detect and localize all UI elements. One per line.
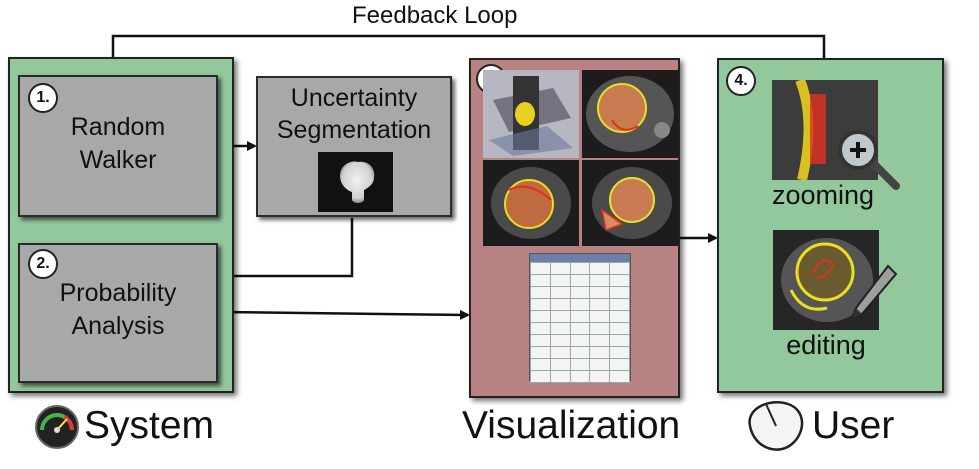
step-number-4: 4. xyxy=(726,66,756,96)
step-number-1: 1. xyxy=(28,83,58,113)
ct-slice-view-1 xyxy=(582,70,678,158)
step-number-2: 2. xyxy=(28,249,58,279)
probability-to-visualization-arrow xyxy=(219,309,470,320)
table-window-titlebar xyxy=(530,254,630,262)
probability-analysis-box: 2. Probability Analysis xyxy=(18,243,218,383)
magnifier-icon xyxy=(838,130,900,190)
random-walker-label: Random Walker xyxy=(70,113,166,174)
random-walker-box: 1. Random Walker xyxy=(18,75,218,217)
volume-render-view xyxy=(483,70,579,158)
feedback-loop-arrow xyxy=(108,34,826,76)
uncertainty-segmentation-label: Uncertainty Segmentation xyxy=(276,84,432,144)
probability-table-window xyxy=(529,253,631,383)
gauge-icon xyxy=(35,405,79,449)
probability-analysis-label: Probability Analysis xyxy=(59,279,177,340)
uncertainty-segmentation-box: Uncertainty Segmentation xyxy=(256,76,452,217)
zooming-caption: zooming xyxy=(771,180,875,210)
user-title: User xyxy=(812,404,895,447)
mouse-icon xyxy=(748,401,804,451)
pen-icon xyxy=(850,264,898,320)
uncertainty-image xyxy=(318,152,393,212)
ct-slice-view-2 xyxy=(483,160,579,246)
uncertainty-to-probability-arrow xyxy=(216,218,354,281)
system-title: System xyxy=(84,404,215,447)
feedback-loop-label: Feedback Loop xyxy=(352,2,518,29)
visualization-title: Visualization xyxy=(462,404,681,447)
ct-slice-view-3 xyxy=(582,160,678,246)
editing-caption: editing xyxy=(786,330,866,360)
probability-table xyxy=(530,262,630,383)
